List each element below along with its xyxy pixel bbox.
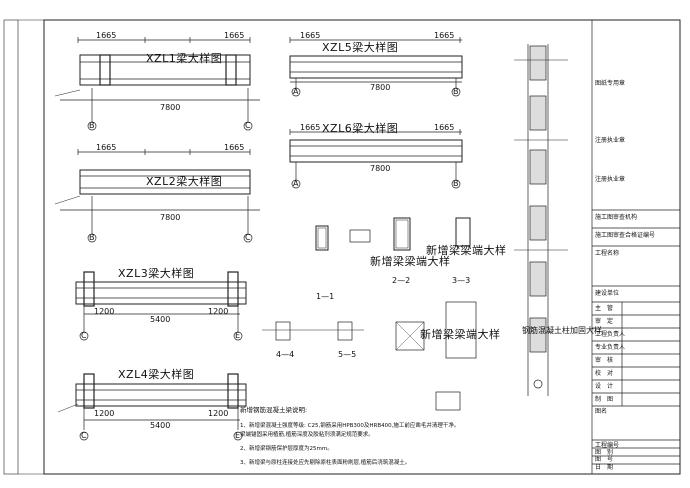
section-title-1: 新增梁梁端大样 (370, 255, 451, 268)
tb-project-name: 工程名称 (595, 250, 620, 257)
xzl2-dim-left: 1665 (96, 143, 117, 152)
xzl6-grid-right: B (453, 179, 459, 188)
xzl3-dim-left: 1200 (94, 307, 115, 316)
section-title-2: 新增梁梁端大样 (426, 244, 507, 257)
xzl6-dim-left: 1665 (300, 123, 321, 132)
section-details (262, 217, 477, 411)
tb-reg-seal-2: 注册执业章 (595, 176, 626, 183)
xzl4-dim-right: 1200 (208, 409, 229, 418)
xzl3-beam-drawing (75, 271, 247, 341)
xzl1-dim-mid: 7800 (160, 103, 181, 112)
xzl3-grid-right: E (235, 331, 241, 340)
xzl5-dim-right: 1665 (434, 31, 455, 40)
tb-drafter: 制 图 (595, 396, 614, 403)
xzl5-beam-drawing (289, 37, 463, 97)
xzl6-dim-right: 1665 (434, 123, 455, 132)
xzl2-dim-right: 1665 (224, 143, 245, 152)
section-title-3: 新增梁梁端大样 (420, 328, 501, 341)
xzl3-title: XZL3梁大样图 (118, 267, 195, 280)
tb-approver: 审 定 (595, 318, 614, 325)
tb-client: 建设单位 (595, 290, 620, 297)
xzl6-title: XZL6梁大样图 (322, 122, 399, 135)
xzl5-title: XZL5梁大样图 (322, 41, 399, 54)
tb-reviewer: 审 核 (595, 357, 614, 364)
xzl6-grid-left: A (293, 179, 299, 188)
xzl2-grid-left: B (89, 233, 95, 242)
notes-heading: 新增钢筋混凝土梁说明: (240, 406, 308, 414)
cut-label-1: 1—1 (316, 292, 335, 301)
notes-line-1: 1、新增梁混凝土强度等级: C25,钢筋采用HPB300及HRB400,施工前应… (240, 423, 460, 429)
xzl4-beam-drawing (57, 373, 247, 441)
xzl1-grid-left: B (89, 121, 95, 130)
tb-reg-seal-1: 注册执业章 (595, 137, 626, 144)
tb-manager: 主 管 (595, 305, 614, 312)
notes-line-4: 3、新增梁与原柱连接处应先剔除原柱表面粉刷层,植筋后浇筑混凝土。 (240, 460, 411, 466)
xzl1-dim-left: 1665 (96, 31, 117, 40)
column-elevation (514, 44, 568, 396)
xzl3-grid-left: C (81, 331, 87, 340)
xzl6-dim-mid: 7800 (370, 164, 391, 173)
tb-checker: 校 对 (595, 370, 614, 377)
tb-design-seal: 图纸专用章 (595, 80, 626, 87)
tb-review-cert: 施工图审查合格证编号 (595, 232, 656, 239)
xzl3-dim-right: 1200 (208, 307, 229, 316)
xzl5-dim-mid: 7800 (370, 83, 391, 92)
section-title-4: 钢筋混凝土柱加固大样 (522, 326, 602, 335)
xzl2-beam-drawing (54, 149, 260, 243)
xzl1-grid-right: C (245, 121, 251, 130)
xzl4-grid-right: E (235, 431, 241, 440)
notes-line-2: 梁端锚固采用植筋,植筋深度及胶粘剂须满足规范要求。 (240, 432, 374, 438)
tb-drawing-name: 图名 (595, 408, 608, 415)
cut-label-3: 3—3 (452, 276, 471, 285)
tb-discipline-lead: 专业负责人 (595, 344, 626, 351)
sheet-border (43, 19, 681, 475)
xzl5-dim-left: 1665 (300, 31, 321, 40)
xzl4-dim-left: 1200 (94, 409, 115, 418)
tb-project-no: 工程编号 (595, 442, 620, 449)
title-block-frame (591, 20, 680, 474)
tb-review-org: 施工图审查机构 (595, 214, 638, 221)
xzl1-dim-right: 1665 (224, 31, 245, 40)
binding-margin (3, 19, 19, 475)
xzl3-dim-mid: 5400 (150, 315, 171, 324)
notes-line-3: 2、新增梁钢筋保护层厚度为25mm。 (240, 446, 333, 452)
xzl1-title: XZL1梁大样图 (146, 52, 223, 65)
xzl4-title: XZL4梁大样图 (118, 368, 195, 381)
xzl5-grid-right: B (453, 87, 459, 96)
xzl5-grid-left: A (293, 87, 299, 96)
xzl4-dim-mid: 5400 (150, 421, 171, 430)
tb-drawing-no: 图 号 (595, 456, 614, 463)
tb-project-lead: 工程负责人 (595, 331, 626, 338)
xzl2-dim-mid: 7800 (160, 213, 181, 222)
xzl2-title: XZL2梁大样图 (146, 175, 223, 188)
cut-label-5: 5—5 (338, 350, 357, 359)
cut-label-2: 2—2 (392, 276, 411, 285)
cut-label-4: 4—4 (276, 350, 295, 359)
tb-date: 日 期 (595, 464, 614, 471)
tb-designer: 设 计 (595, 383, 614, 390)
tb-drawing-type: 图 别 (595, 449, 614, 456)
xzl6-beam-drawing (289, 129, 463, 189)
xzl2-grid-right: C (245, 233, 251, 242)
xzl4-grid-left: C (81, 431, 87, 440)
xzl1-beam-drawing (54, 37, 260, 131)
